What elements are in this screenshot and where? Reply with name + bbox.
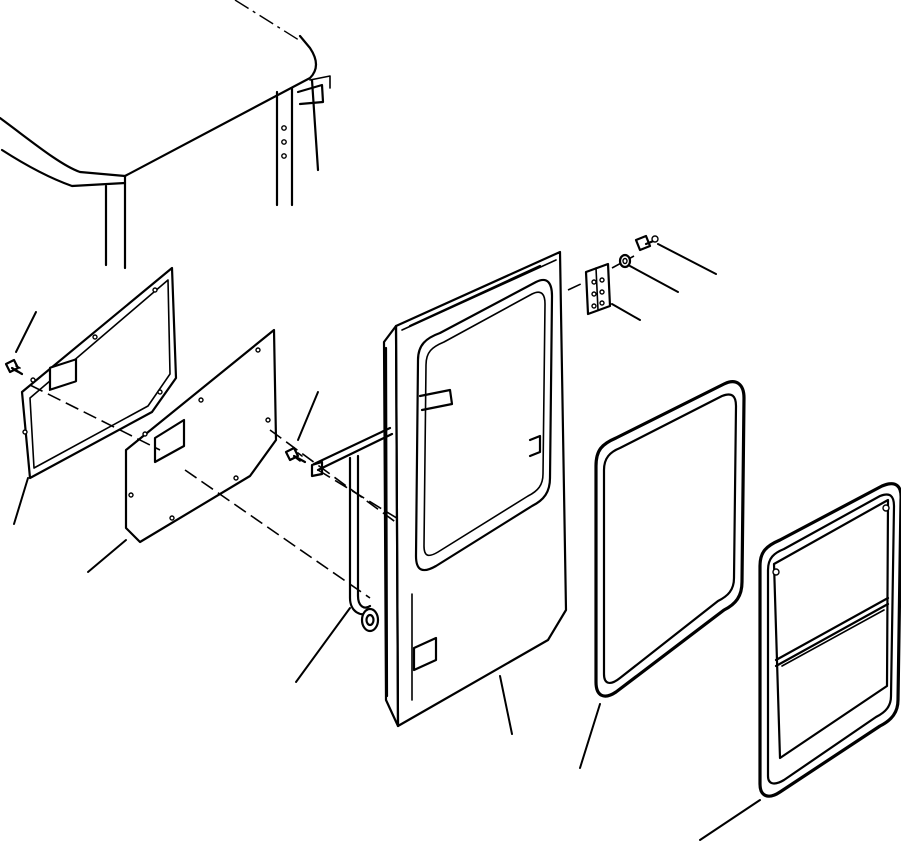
leader-hinge-bolt — [657, 243, 717, 275]
window-seal — [594, 380, 746, 698]
leader-hinge — [611, 303, 641, 321]
leader-lining-bolt — [15, 311, 37, 353]
leader-handle-rod — [295, 607, 351, 683]
door-lining-outer — [124, 328, 278, 544]
leader-cab-door — [499, 675, 513, 735]
leader-window-seal — [579, 703, 601, 769]
lining-bolt — [4, 358, 24, 376]
cab-body — [0, 0, 331, 270]
hinge-washer — [618, 253, 632, 269]
leader-lining-outer — [87, 539, 127, 573]
leader-handle-bolt — [297, 391, 319, 441]
leader-lining-inner — [13, 477, 29, 525]
handle-bolt — [284, 446, 307, 464]
leader-washer — [629, 265, 679, 293]
alignment-line-3 — [269, 429, 421, 541]
door-lining-inner — [20, 266, 178, 480]
door-window-glass — [758, 482, 901, 798]
door-handle-rod — [310, 426, 394, 633]
leader-window-glass — [699, 799, 761, 841]
hinge-bolt — [634, 234, 659, 252]
callout-leaders — [13, 243, 761, 841]
cab-door — [382, 250, 568, 728]
alignment-line-1 — [29, 384, 161, 451]
door-hinge — [584, 262, 612, 316]
alignment-line-2 — [184, 469, 371, 599]
